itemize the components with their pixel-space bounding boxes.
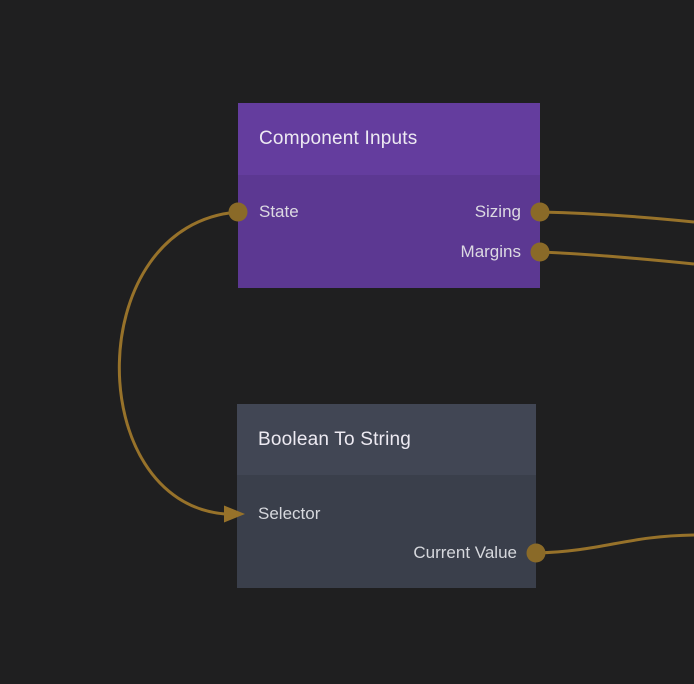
port-label-sizing: Sizing [474,202,521,221]
port-label-margins: Margins [460,242,521,261]
node-boolean-to-string-header[interactable]: Boolean To String [237,404,536,475]
node-component-inputs-body: State Sizing Margins [238,175,540,288]
wire-margins-out[interactable] [539,250,694,266]
node-component-inputs[interactable]: Component Inputs State Sizing Margins [238,103,540,288]
port-label-state: State [259,202,299,221]
node-boolean-to-string-body: Selector Current Value [237,475,536,588]
wire-sizing-out[interactable] [539,210,694,224]
wire-state-to-selector[interactable] [117,210,239,516]
port-label-current-value: Current Value [413,543,517,562]
node-title: Component Inputs [259,128,418,149]
node-boolean-to-string[interactable]: Boolean To String Selector Current Value [237,404,536,588]
port-label-selector: Selector [258,504,321,523]
node-component-inputs-header[interactable]: Component Inputs [238,103,540,175]
node-title: Boolean To String [258,428,412,450]
wire-current-value-out[interactable] [535,533,694,555]
